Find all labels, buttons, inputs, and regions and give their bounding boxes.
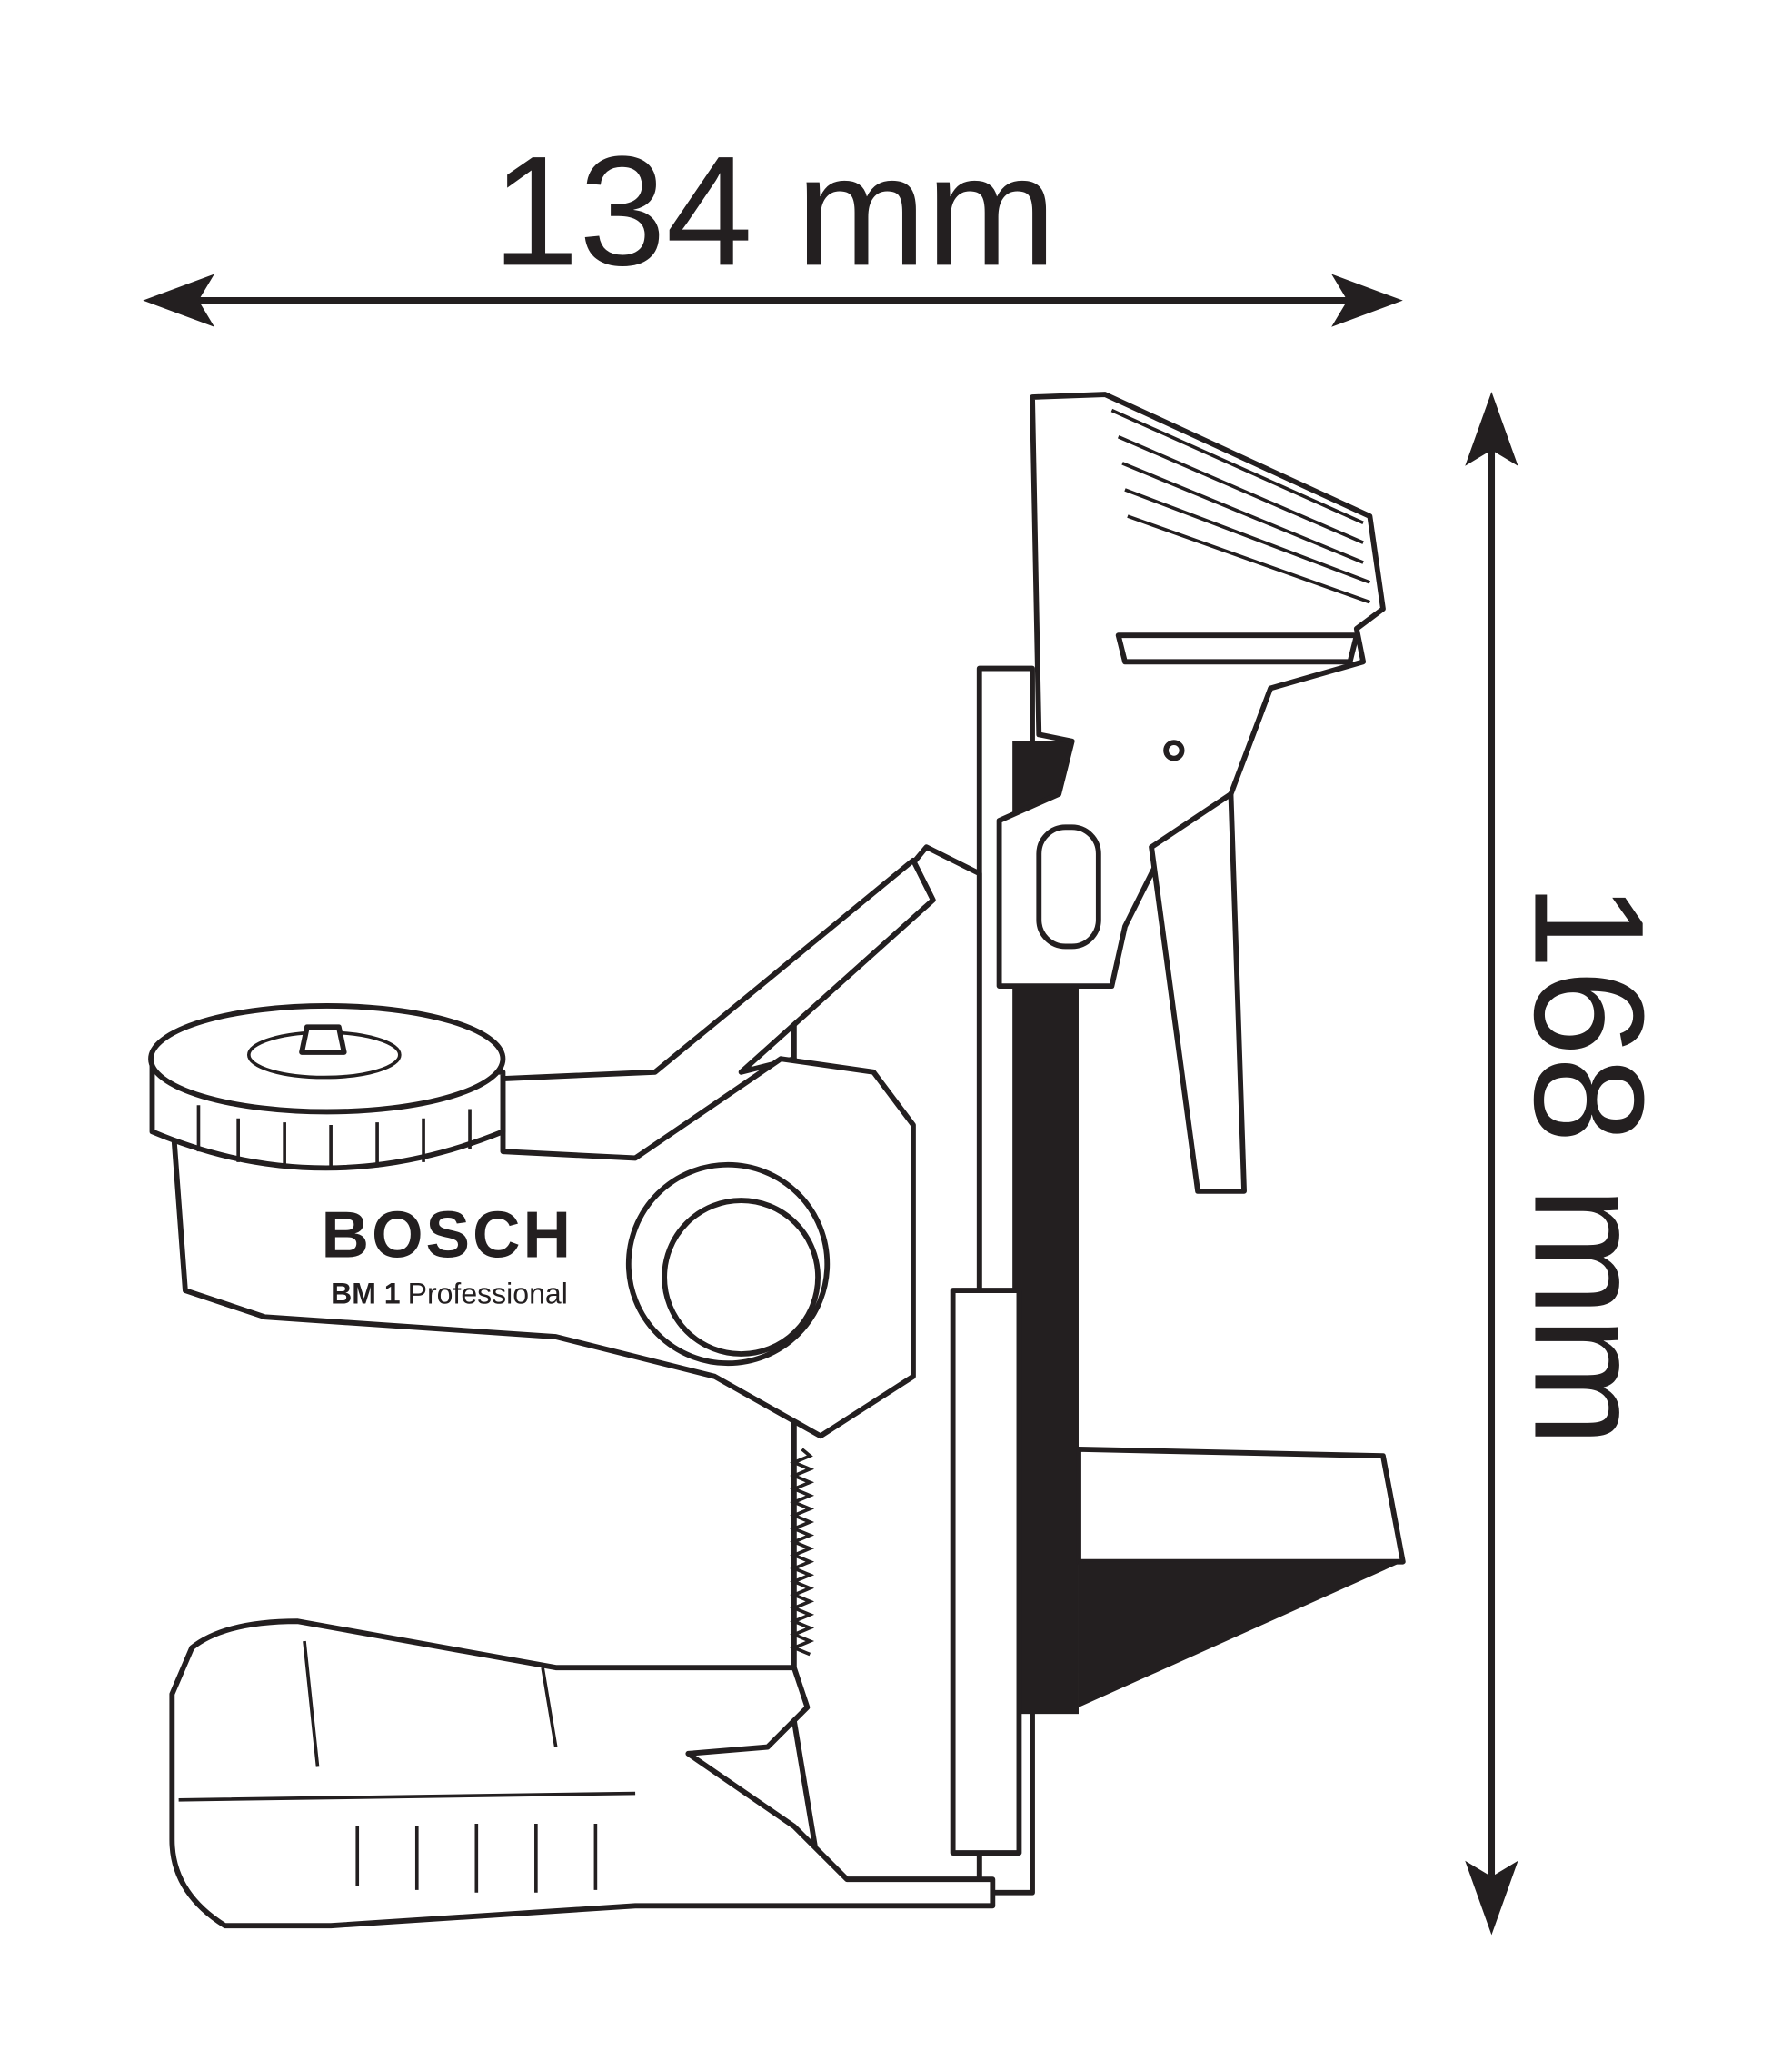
clamp-pin: [1163, 740, 1185, 761]
turntable-grip: [196, 1105, 472, 1170]
base-foot: [169, 1618, 996, 1929]
arrow-down-icon: [1465, 1860, 1518, 1936]
arrow-right-icon: [1331, 274, 1403, 327]
slide-bar: [950, 1288, 1022, 1856]
wedge-shadow: [1078, 1561, 1403, 1707]
clamp-jaw: [1115, 632, 1359, 665]
mount-screw: [299, 1024, 347, 1055]
arrow-left-icon: [143, 274, 214, 327]
brand-logo: BOSCH: [322, 1199, 574, 1272]
model-name: BM 1: [331, 1278, 401, 1310]
arrow-up-icon: [1465, 392, 1518, 466]
clamp-slot: [1036, 824, 1101, 950]
model-suffix: Professional: [408, 1278, 568, 1310]
bm1-wall-mount-drawing: BOSCH BM 1 Professional: [148, 392, 1406, 1929]
height-dimension: 168 mm: [1465, 392, 1676, 1936]
foot-details: [178, 1640, 636, 1893]
base-wedge: [1076, 1446, 1406, 1565]
turntable-top[interactable]: [148, 1003, 506, 1115]
spring: [790, 1448, 815, 1657]
adjust-knob[interactable]: [662, 1198, 821, 1357]
clamp-grip-lines: [1110, 408, 1371, 604]
width-dimension: 134 mm: [143, 124, 1403, 327]
width-label: 134 mm: [493, 124, 1057, 298]
clamp-lever: [1149, 791, 1247, 1194]
height-label: 168 mm: [1501, 882, 1676, 1447]
